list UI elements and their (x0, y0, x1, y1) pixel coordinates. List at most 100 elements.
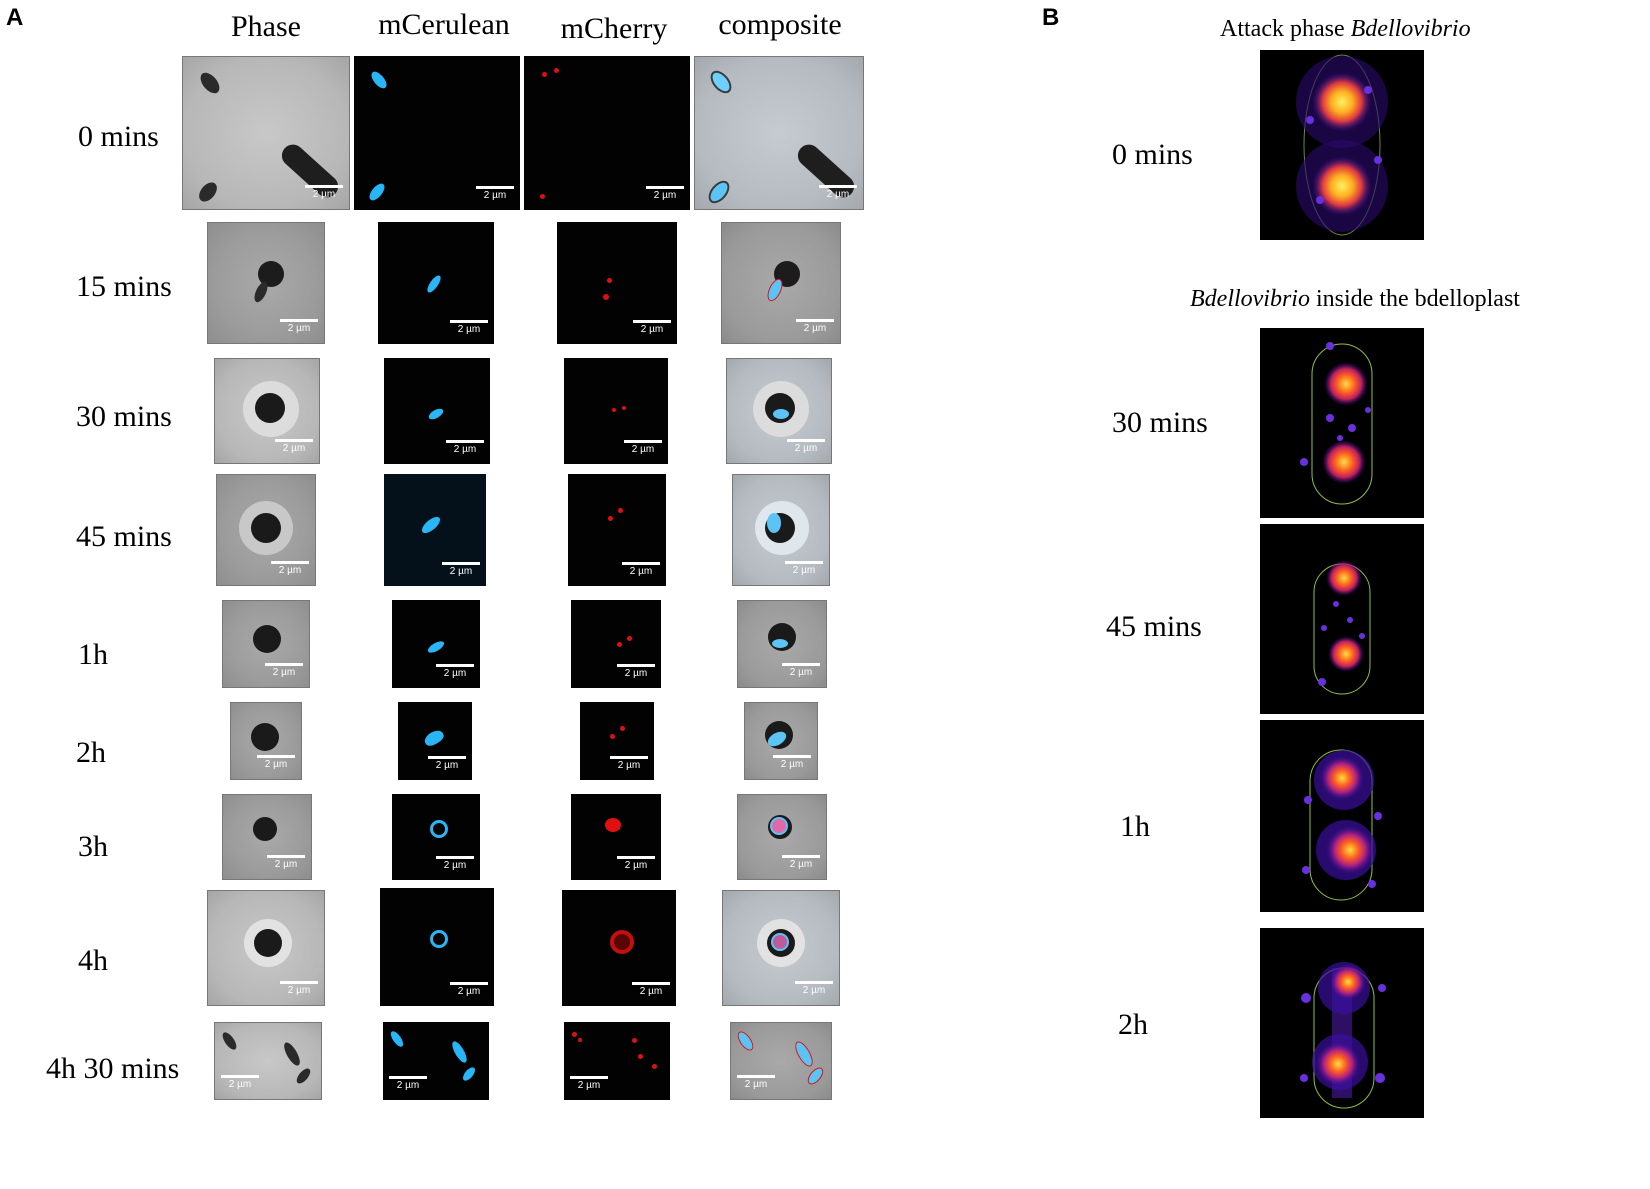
mcerulean-image-0-mins: 2 µm (354, 56, 520, 210)
mcherry-image-4h-30-mins: 2 µm (564, 1022, 670, 1100)
phase-image-0-mins: 2 µm (182, 56, 350, 210)
phase-image-3h: 2 µm (222, 794, 312, 880)
panel-b-row-label-2h: 2h (1118, 1008, 1148, 1041)
composite-image-3h: 2 µm (737, 794, 827, 880)
composite-image-4h: 2 µm (722, 890, 840, 1006)
scale-bar: 2 µm (624, 440, 662, 460)
panel-b-row-label-30-mins: 30 mins (1112, 406, 1208, 439)
phase-image-15-mins: 2 µm (207, 222, 325, 344)
scale-bar: 2 µm (782, 663, 820, 683)
scale-bar: 2 µm (280, 319, 318, 339)
scale-bar: 2 µm (570, 1076, 608, 1096)
heatmap-image-30-mins (1260, 328, 1424, 518)
scale-bar: 2 µm (280, 981, 318, 1001)
phase-image-30-mins: 2 µm (214, 358, 320, 464)
mcerulean-image-30-mins: 2 µm (384, 358, 490, 464)
phase-image-45-mins: 2 µm (216, 474, 316, 586)
scale-bar: 2 µm (632, 982, 670, 1002)
mcherry-image-1h: 2 µm (571, 600, 661, 688)
composite-image-2h: 2 µm (744, 702, 818, 780)
heatmap-image-1h (1260, 720, 1424, 912)
panel-b-title-attack: Attack phase Bdellovibrio (1220, 16, 1471, 43)
panel-b-row-label-1h: 1h (1120, 810, 1150, 843)
heatmap-image-45-mins (1260, 524, 1424, 714)
mcerulean-image-4h-30-mins: 2 µm (383, 1022, 489, 1100)
panel-b-label: B (1042, 4, 1060, 31)
scale-bar: 2 µm (610, 756, 648, 776)
scale-bar: 2 µm (622, 562, 660, 582)
row-label-1h: 1h (78, 638, 108, 671)
scale-bar: 2 µm (257, 755, 295, 775)
heatmap-image-2h (1260, 928, 1424, 1118)
phase-image-4h: 2 µm (207, 890, 325, 1006)
mcherry-image-45-mins: 2 µm (568, 474, 666, 586)
scale-bar: 2 µm (442, 562, 480, 582)
scale-bar: 2 µm (476, 186, 514, 206)
scale-bar: 2 µm (633, 320, 671, 340)
column-header-composite: composite (718, 8, 842, 41)
scale-bar: 2 µm (773, 755, 811, 775)
heatmap-image-0-mins (1260, 50, 1424, 240)
composite-image-30-mins: 2 µm (726, 358, 832, 464)
column-header-phase: Phase (231, 10, 301, 43)
composite-image-4h-30-mins: 2 µm (730, 1022, 832, 1100)
mcherry-image-15-mins: 2 µm (557, 222, 677, 344)
mcherry-image-30-mins: 2 µm (564, 358, 668, 464)
panel-b-row-label-45-mins: 45 mins (1106, 610, 1202, 643)
mcerulean-image-15-mins: 2 µm (378, 222, 494, 344)
scale-bar: 2 µm (389, 1076, 427, 1096)
mcerulean-image-4h: 2 µm (380, 888, 494, 1006)
mcerulean-image-45-mins: 2 µm (384, 474, 486, 586)
row-label-30-mins: 30 mins (76, 400, 172, 433)
scale-bar: 2 µm (819, 185, 857, 205)
row-label-2h: 2h (76, 736, 106, 769)
row-label-3h: 3h (78, 830, 108, 863)
scale-bar: 2 µm (796, 319, 834, 339)
scale-bar: 2 µm (646, 186, 684, 206)
composite-image-45-mins: 2 µm (732, 474, 830, 586)
mcherry-image-2h: 2 µm (580, 702, 654, 780)
scale-bar: 2 µm (446, 440, 484, 460)
mcerulean-image-1h: 2 µm (392, 600, 480, 688)
scale-bar: 2 µm (737, 1075, 775, 1095)
row-label-45-mins: 45 mins (76, 520, 172, 553)
composite-image-0-mins: 2 µm (694, 56, 864, 210)
scale-bar: 2 µm (271, 561, 309, 581)
row-label-4h: 4h (78, 944, 108, 977)
panel-b-title-attack-species: Bdellovibrio (1350, 16, 1471, 42)
panel-b-title-inside: Bdellovibrio inside the bdelloplast (1190, 286, 1520, 313)
scale-bar: 2 µm (450, 320, 488, 340)
mcerulean-image-3h: 2 µm (392, 794, 480, 880)
scale-bar: 2 µm (267, 855, 305, 875)
mcherry-image-3h: 2 µm (571, 794, 661, 880)
scale-bar: 2 µm (428, 756, 466, 776)
column-header-mcerulean: mCerulean (378, 8, 510, 41)
panel-b-title-inside-suffix: inside the bdelloplast (1309, 286, 1520, 312)
row-label-15-mins: 15 mins (76, 270, 172, 303)
scale-bar: 2 µm (795, 981, 833, 1001)
scale-bar: 2 µm (450, 982, 488, 1002)
mcerulean-image-2h: 2 µm (398, 702, 472, 780)
scale-bar: 2 µm (617, 856, 655, 876)
scale-bar: 2 µm (785, 561, 823, 581)
scale-bar: 2 µm (275, 439, 313, 459)
panel-a-label: A (6, 4, 24, 31)
mcherry-image-0-mins: 2 µm (524, 56, 690, 210)
panel-b-title-inside-species: Bdellovibrio (1190, 286, 1310, 312)
scale-bar: 2 µm (305, 185, 343, 205)
scale-bar: 2 µm (436, 856, 474, 876)
composite-image-1h: 2 µm (737, 600, 827, 688)
column-header-mcherry: mCherry (560, 12, 668, 45)
panel-b-row-label-0-mins: 0 mins (1112, 138, 1193, 171)
row-label-0-mins: 0 mins (78, 120, 159, 153)
scale-bar: 2 µm (787, 439, 825, 459)
phase-image-2h: 2 µm (230, 702, 302, 780)
row-label-4h-30-mins: 4h 30 mins (46, 1052, 180, 1085)
phase-image-4h-30-mins: 2 µm (214, 1022, 322, 1100)
scale-bar: 2 µm (782, 855, 820, 875)
scale-bar: 2 µm (436, 664, 474, 684)
phase-image-1h: 2 µm (222, 600, 310, 688)
scale-bar: 2 µm (265, 663, 303, 683)
scale-bar: 2 µm (617, 664, 655, 684)
composite-image-15-mins: 2 µm (721, 222, 841, 344)
